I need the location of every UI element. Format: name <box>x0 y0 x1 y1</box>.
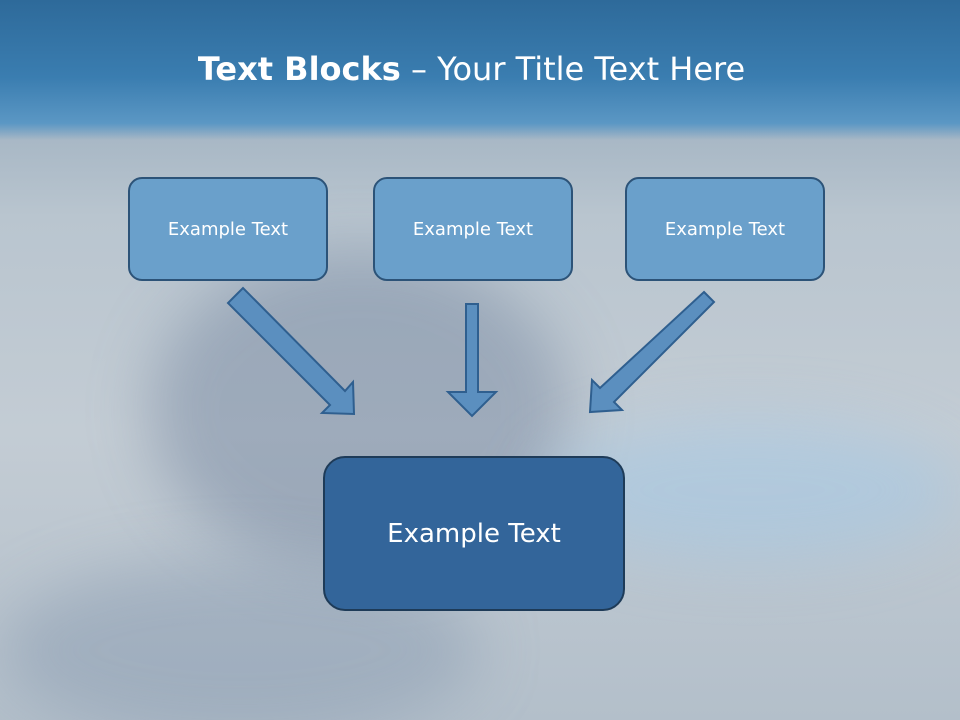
title-bold: Text Blocks <box>197 50 401 88</box>
header-band <box>0 0 960 140</box>
text-block-3-label: Example Text <box>664 218 786 240</box>
arrow-center-down <box>445 303 499 418</box>
arrow-left-diagonal <box>226 286 356 416</box>
target-text-block-label: Example Text <box>387 518 561 549</box>
text-block-1: Example Text <box>128 177 328 281</box>
text-block-3: Example Text <box>625 177 825 281</box>
text-block-2-label: Example Text <box>412 218 534 240</box>
slide-title: Text Blocks – Your Title Text Here <box>0 50 943 88</box>
text-block-2: Example Text <box>373 177 573 281</box>
target-text-block: Example Text <box>323 456 625 611</box>
title-regular: Your Title Text Here <box>437 50 746 88</box>
text-block-1-label: Example Text <box>167 218 289 240</box>
arrow-right-diagonal <box>588 290 716 414</box>
title-dash: – <box>400 50 438 88</box>
